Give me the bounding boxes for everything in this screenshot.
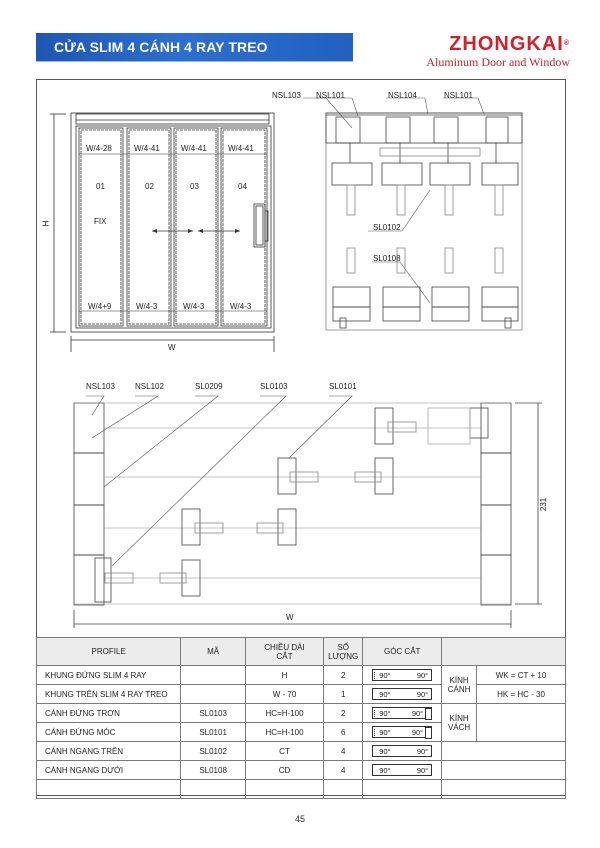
header-profile: PROFILE <box>35 637 182 666</box>
page-title: CỬA SLIM 4 CÁNH 4 RAY TREO <box>54 39 268 55</box>
row-angle: 90°90° <box>362 703 443 723</box>
row-code <box>180 684 246 704</box>
row-qty: 2 <box>323 703 364 723</box>
callout-nsl102: NSL102 <box>135 382 164 391</box>
row-length: W - 70 <box>244 684 325 704</box>
panel-4-number: 04 <box>238 182 247 191</box>
callout-nsl103-top: NSL103 <box>272 91 301 100</box>
section-depth-label: 231 <box>539 497 549 512</box>
row-length: HC=H-100 <box>244 703 325 723</box>
panel-3-number: 03 <box>190 182 199 191</box>
row-extra <box>441 760 566 780</box>
table-row: CÁNH ĐỨNG TRƠN SL0103 HC=H-100 2 90°90° … <box>35 703 566 742</box>
row-code: SL0108 <box>180 760 246 780</box>
row-length: CD <box>244 760 325 780</box>
panel-2-number: 02 <box>145 182 154 191</box>
row-qty: 2 <box>323 665 364 685</box>
row-angle: 90°90° <box>362 741 443 761</box>
table-row-empty <box>35 779 566 799</box>
panel-1-number: 01 <box>96 182 105 191</box>
callout-sl0102: SL0102 <box>373 223 401 232</box>
table-row: CÁNH NGANG DƯỚI SL0108 CD 4 90°90° <box>35 760 566 780</box>
table-row: KHUNG TRÊN SLIM 4 RAY TREO W - 70 1 90°9… <box>35 684 566 704</box>
callout-sl0101: SL0101 <box>329 382 357 391</box>
glass-height-formula: HK = HC - 30 <box>476 684 566 704</box>
cut-angle-icon: 90°90° <box>372 764 433 776</box>
callout-nsl104: NSL104 <box>388 91 417 100</box>
brand-name: ZHONGKAI <box>449 33 564 55</box>
row-length: CT <box>244 741 325 761</box>
header-extra <box>441 637 566 666</box>
panel-4-top-dim: W/4-41 <box>228 144 254 153</box>
cut-angle-icon: 90°90° <box>372 707 433 720</box>
callout-sl0103: SL0103 <box>260 382 288 391</box>
row-length: H <box>244 665 325 685</box>
glass-fixed-formula <box>476 703 566 742</box>
callout-nsl101-a: NSL101 <box>316 91 345 100</box>
panel-1-top-dim: W/4-28 <box>86 144 112 153</box>
row-qty: 4 <box>323 741 364 761</box>
row-code <box>180 665 246 685</box>
panel-4-bottom-dim: W/4-3 <box>230 302 252 311</box>
callout-nsl103-bottom: NSL103 <box>86 382 115 391</box>
brand-logo: ZHONGKAI® Aluminum Door and Window <box>420 34 570 69</box>
row-profile: CÁNH ĐỨNG TRƠN <box>35 703 182 723</box>
panel-1-fixed-note: FIX <box>94 217 107 226</box>
row-qty: 4 <box>323 760 364 780</box>
row-profile: KHUNG TRÊN SLIM 4 RAY TREO <box>35 684 182 704</box>
row-length: HC=H-100 <box>244 722 325 742</box>
row-code: SL0101 <box>180 722 246 742</box>
panel-3-bottom-dim: W/4-3 <box>183 302 205 311</box>
cut-angle-icon: 90°90° <box>372 726 433 739</box>
header-code: MÃ <box>180 637 246 666</box>
brand-tagline: Aluminum Door and Window <box>426 55 570 69</box>
cut-angle-icon: 90°90° <box>372 688 433 700</box>
panel-2-bottom-dim: W/4-3 <box>136 302 158 311</box>
cut-angle-icon: 90°90° <box>372 745 433 757</box>
row-extra <box>441 741 566 761</box>
row-code: SL0102 <box>180 741 246 761</box>
row-angle: 90°90° <box>362 760 443 780</box>
row-angle: 90°90° <box>362 684 443 704</box>
row-profile: CÁNH NGANG DƯỚI <box>35 760 182 780</box>
panel-2-top-dim: W/4-41 <box>134 144 160 153</box>
section-width-label: W <box>286 613 294 622</box>
row-qty: 6 <box>323 722 364 742</box>
header-cut-angle: GÓC CẮT <box>362 637 443 666</box>
row-angle: 90°90° <box>362 722 443 742</box>
cut-angle-icon: 90°90° <box>372 669 433 681</box>
row-profile: CÁNH NGANG TRÊN <box>35 741 182 761</box>
registered-mark: ® <box>563 40 570 47</box>
title-banner: CỬA SLIM 4 CÁNH 4 RAY TREO <box>36 33 353 61</box>
row-qty: 1 <box>323 684 364 704</box>
callout-sl0209: SL0209 <box>195 382 223 391</box>
row-profile: KHUNG ĐỨNG SLIM 4 RAY <box>35 665 182 685</box>
callout-sl0108: SL0108 <box>373 254 401 263</box>
page-number: 45 <box>294 814 305 824</box>
row-profile: CÁNH ĐỨNG MÓC <box>35 722 182 742</box>
glass-width-formula: WK = CT + 10 <box>476 665 566 685</box>
row-code: SL0103 <box>180 703 246 723</box>
width-label: W <box>168 343 176 352</box>
table-row: CÁNH NGANG TRÊN SL0102 CT 4 90°90° <box>35 741 566 761</box>
callout-nsl101-b: NSL101 <box>444 91 473 100</box>
panel-3-top-dim: W/4-41 <box>181 144 207 153</box>
panel-1-bottom-dim: W/4+9 <box>88 302 112 311</box>
row-angle: 90°90° <box>362 665 443 685</box>
